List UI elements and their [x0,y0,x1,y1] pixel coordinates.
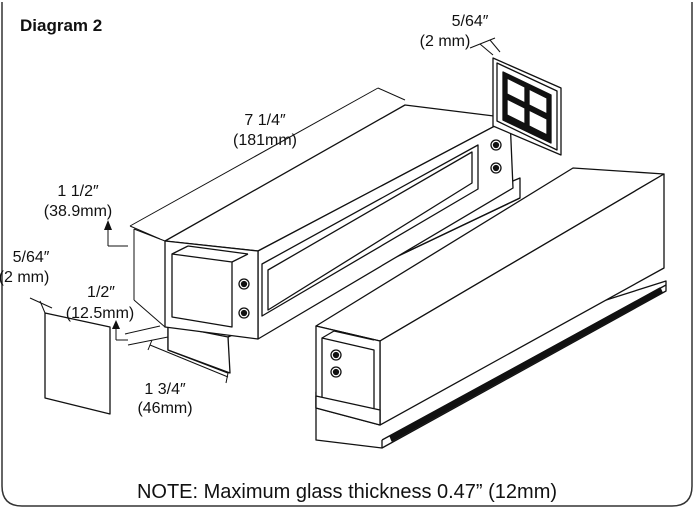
top-plate-thickness-metric: (2 mm) [420,33,471,50]
lower-armature-assembly [315,167,667,449]
depth-arrow-head [112,320,120,329]
diagram-frame [1,2,693,507]
dimension-lines [29,37,501,384]
left-plate-thickness-metric: (2 mm) [0,269,49,286]
channel-depth-imperial: 1/2″ [87,284,115,301]
height-metric: (38.9mm) [44,203,112,220]
channel-depth-metric: (12.5mm) [66,305,134,322]
diagram-title: Diagram 2 [20,16,102,35]
height-imperial: 1 1/2″ [57,183,99,200]
length-imperial: 7 1/4″ [244,112,286,129]
upper-magnet-assembly [164,104,521,374]
width-imperial: 1 3/4″ [144,381,186,398]
height-arrow-head [104,220,112,230]
length-metric: (181mm) [233,132,297,149]
width-metric: (46mm) [137,400,192,417]
left-cover-plate [44,312,111,415]
top-plate-thickness-imperial: 5/64″ [452,13,489,30]
upper-end-cap [492,57,562,156]
left-plate-thickness-imperial: 5/64″ [13,249,50,266]
housing-end-opening [171,253,233,328]
glass-thickness-note: NOTE: Maximum glass thickness 0.47” (12m… [137,481,557,503]
